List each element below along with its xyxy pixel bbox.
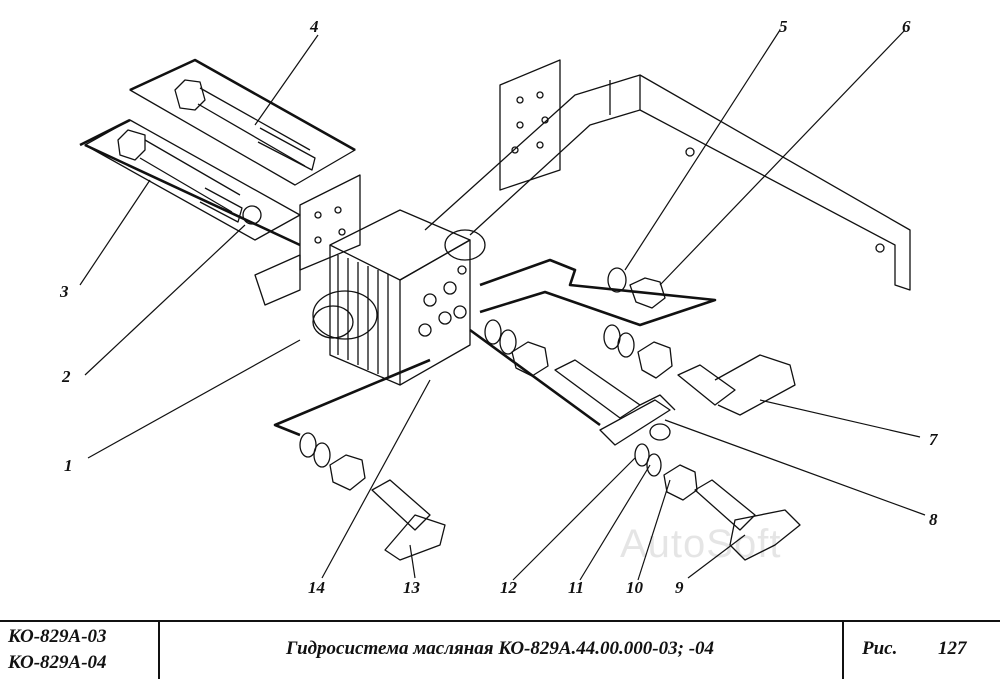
callout-6: 6 [902,17,911,36]
valve-block [312,209,486,386]
elbow-fitting-13 [371,479,446,561]
figure-cell: Рис. 127 [842,622,1000,679]
callout-3: 3 [60,282,69,301]
callout-4: 4 [310,17,319,36]
callout-11: 11 [568,578,585,597]
callout-13: 13 [403,578,420,597]
frame-bracket [254,74,911,306]
exploded-assembly-drawing [79,29,926,581]
model-line-2: КО-829А-04 [8,652,107,673]
mounting-plate-upper [499,59,561,191]
bolt-3-group [84,119,301,241]
title-cell: Гидросистема масляная КО-829А.44.00.000-… [158,622,844,679]
drawing-title: Гидросистема масляная КО-829А.44.00.000-… [285,638,715,659]
model-cell: КО-829А-03 КО-829А-04 [0,622,160,679]
callout-9: 9 [675,578,684,597]
elbow-fitting-7 [677,354,796,416]
callout-10: 10 [626,578,643,597]
callout-8: 8 [929,510,938,529]
bolt-4-group [129,59,356,186]
figure-number: 127 [938,638,967,659]
mounting-plate-lower [299,174,361,271]
callout-14: 14 [308,578,325,597]
callout-2: 2 [62,367,71,386]
callout-1: 1 [64,456,73,475]
callout-5: 5 [779,17,788,36]
seal-rings-and-nuts [299,267,698,501]
callout-12: 12 [500,578,517,597]
tee-fitting-8 [554,359,676,446]
figure-label: Рис. [862,638,898,659]
callout-7: 7 [929,430,938,449]
elbow-fitting-9 [694,479,801,561]
watermark: AutoSoft [620,522,782,566]
model-line-1: КО-829А-03 [8,626,107,647]
title-block: КО-829А-03 КО-829А-04 Гидросистема масля… [0,620,1000,679]
